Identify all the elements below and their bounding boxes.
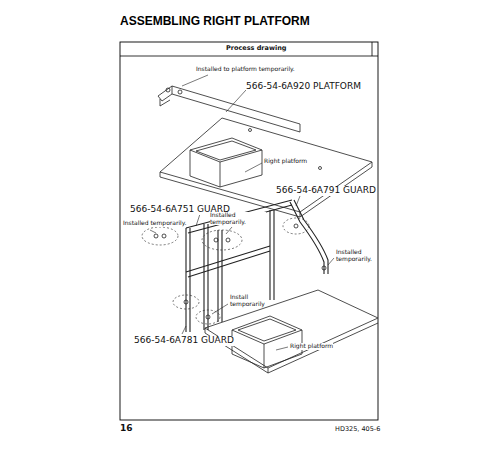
header-rule	[120, 56, 378, 57]
page-title: ASSEMBLING RIGHT PLATFORM	[120, 14, 310, 28]
part-name: 566-54-6A791 GUARD	[276, 186, 376, 196]
guard-rail	[290, 200, 328, 274]
part-name: 566-54-6A920 PLATFORM	[246, 82, 361, 92]
right-platform	[205, 290, 378, 373]
frame	[120, 42, 378, 420]
note: Installed temporarily.	[123, 220, 186, 227]
table-header: Process drawing	[226, 45, 286, 52]
note: Installed temporarily.	[210, 212, 266, 225]
header-rule	[372, 42, 373, 56]
document-code: HD325, 405-6	[335, 426, 380, 433]
note: Install temporarily	[230, 294, 264, 307]
part-name: Right platform	[264, 158, 307, 165]
page-number: 16	[120, 424, 133, 434]
note: Installed temporarily.	[336, 249, 376, 262]
note: Installed to platform temporarily.	[196, 66, 295, 73]
callout-ellipse	[142, 218, 309, 324]
guard-rail	[186, 200, 292, 332]
part-name: Right platform	[290, 343, 333, 350]
part-name: 566-54-6A781 GUARD	[134, 336, 234, 346]
bolt	[154, 224, 326, 319]
right-platform	[160, 118, 372, 217]
